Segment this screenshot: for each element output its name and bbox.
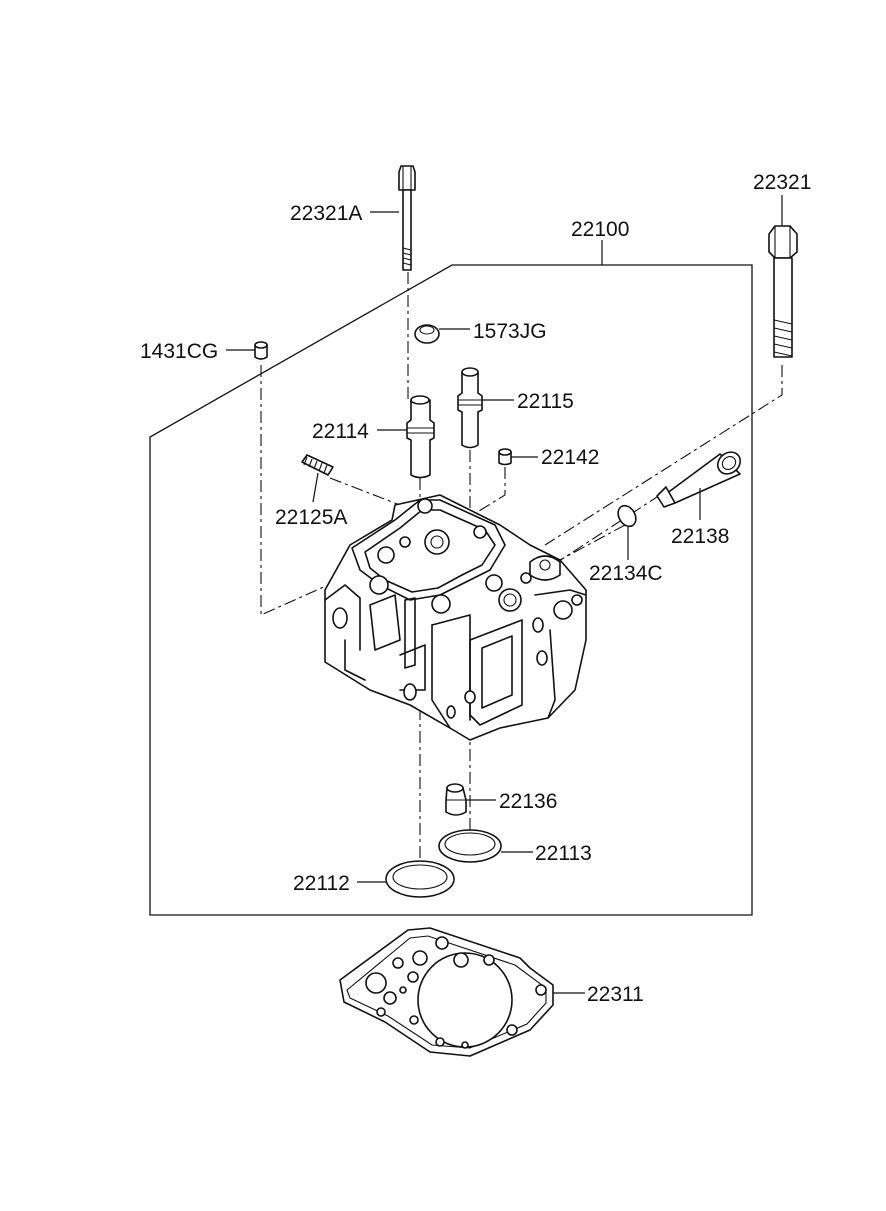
bolt-22321A bbox=[398, 165, 416, 271]
part-labels: 22321A 22321 22100 1573JG 1431CG 22115 2… bbox=[140, 171, 811, 1006]
stud-22125A bbox=[301, 454, 334, 476]
label-22114: 22114 bbox=[312, 420, 369, 443]
leader-lines bbox=[226, 195, 783, 994]
plug-22134C bbox=[617, 504, 637, 528]
seal-1573JG bbox=[414, 324, 440, 344]
assembly-frame-22100 bbox=[149, 240, 753, 916]
label-22115: 22115 bbox=[517, 390, 574, 413]
pin-22142 bbox=[498, 448, 512, 466]
valve-guide-22114 bbox=[406, 395, 435, 479]
label-22125A: 22125A bbox=[275, 506, 347, 529]
label-22136: 22136 bbox=[499, 790, 557, 813]
valve-guide-22115 bbox=[457, 367, 483, 449]
dowel-1431CG bbox=[254, 341, 268, 360]
label-22142: 22142 bbox=[541, 446, 599, 469]
seat-ring-22113 bbox=[438, 829, 502, 863]
label-1431CG: 1431CG bbox=[140, 340, 218, 363]
label-22113: 22113 bbox=[535, 842, 592, 865]
seat-ring-22112 bbox=[385, 860, 455, 898]
head-gasket-22311 bbox=[339, 927, 554, 1057]
fitting-22136 bbox=[445, 783, 467, 816]
label-22100: 22100 bbox=[571, 218, 629, 241]
label-1573JG: 1573JG bbox=[473, 320, 547, 343]
tube-22138 bbox=[656, 451, 742, 508]
label-22134C: 22134C bbox=[589, 562, 663, 585]
cylinder-head-body bbox=[324, 494, 587, 741]
label-22321: 22321 bbox=[753, 171, 811, 194]
bolt-22321 bbox=[768, 225, 798, 358]
label-22138: 22138 bbox=[671, 525, 729, 548]
label-22321A: 22321A bbox=[290, 202, 362, 225]
label-22311: 22311 bbox=[587, 983, 644, 1006]
label-22112: 22112 bbox=[293, 872, 350, 895]
